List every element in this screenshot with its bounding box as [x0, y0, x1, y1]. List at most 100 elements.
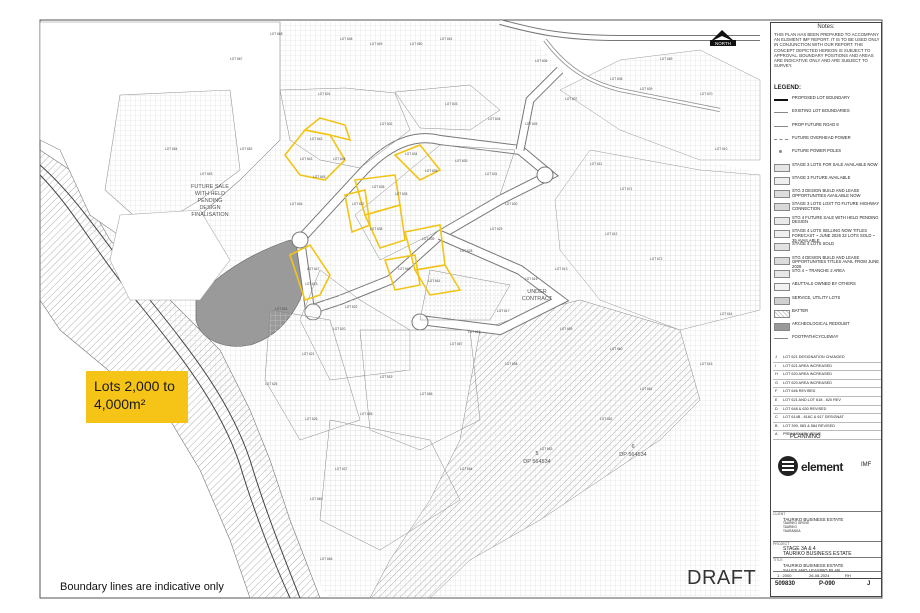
revision-code: B — [775, 423, 778, 428]
lot-label: LOT 619 — [380, 375, 393, 379]
lot-label: LOT 629 — [490, 227, 503, 231]
lot-label: LOT 617 — [497, 309, 510, 313]
highlight-lot-h — [383, 254, 421, 291]
legend-item: STAGE 3 FUTURE AVAILABLE — [773, 174, 881, 186]
legend-swatch — [774, 138, 788, 140]
legend-item: STG 4 DESIGN BUILD AND LEASE OPPORTUNITI… — [773, 255, 881, 269]
cul-de-sac-west — [291, 231, 309, 249]
lot-label: LOT 606 — [535, 59, 548, 63]
project-line: TAURIKO BUSINESS ESTATE — [783, 551, 852, 557]
legend-label: SERVICE, UTILITY LOTS — [792, 294, 841, 300]
lot-label: LOT 668 — [270, 32, 283, 36]
lot-label: LOT 603 — [445, 102, 458, 106]
lot-label: LOT 651 — [440, 37, 453, 41]
lot-label: LOT 625 — [265, 382, 278, 386]
lot-label: LOT 643 — [300, 157, 313, 161]
lot-east — [554, 149, 761, 331]
dp5-label: 5 — [535, 451, 538, 457]
title-box: TITLE TAURIKO BUSINESS ESTATE SALES AND … — [773, 557, 881, 573]
legend-swatch — [774, 296, 790, 305]
legend-swatch — [774, 99, 788, 101]
lot-label: LOT 608 — [610, 77, 623, 81]
revision-code: I — [775, 363, 777, 368]
lot-label: LOT 640 — [398, 267, 411, 271]
legend-swatch — [774, 216, 790, 225]
lot-label: LOT 610 — [715, 147, 728, 151]
lot-label: LOT 654 — [165, 147, 178, 151]
legend-label: EXISTING LOT BOUNDARIES — [792, 108, 850, 114]
lot-label: LOT 628 — [460, 249, 473, 253]
lot-label: LOT 605 — [525, 122, 538, 126]
future-sale-label: WITH HELD — [195, 191, 225, 197]
lot-block-east-dots — [419, 269, 511, 321]
lot-label: LOT 601 — [318, 92, 331, 96]
lot-label: LOT 660 — [610, 347, 623, 351]
legend-item: STAGE 3 LOTS FOR SALE AVAILABLE NOW — [773, 161, 881, 173]
lot-label: LOT 609 — [640, 87, 653, 91]
legend-item: STG 3 DESIGN BUILD AND LEASE OPPORTUNITI… — [773, 188, 881, 199]
lot-label: LOT 656 — [420, 392, 433, 396]
draft-watermark: DRAFT — [687, 567, 757, 589]
legend-label: STG 4 DESIGN BUILD AND LEASE OPPORTUNITI… — [792, 254, 880, 270]
lot-label: LOT 662 — [600, 417, 613, 421]
revision-description: LOT 648 & 630 REVISED — [783, 406, 827, 411]
logo-sub: IMF — [861, 462, 872, 468]
lot-label: LOT 641 — [428, 279, 441, 283]
revision-description: LOT 620 AREA INCREASED — [783, 372, 832, 377]
client-addr: TAURIKO — [783, 524, 797, 529]
title-block: Notes: THIS PLAN HAS BEEN PREPARED TO AC… — [770, 22, 882, 597]
lot-block-north-2 — [394, 84, 501, 131]
reserve-area — [109, 209, 231, 301]
revision-code: F — [775, 389, 778, 394]
notes-heading: Notes: — [817, 24, 835, 30]
legend-swatch — [774, 163, 790, 172]
legend-item: SERVICE, UTILITY LOTS — [773, 294, 881, 306]
stream-line — [39, 164, 301, 599]
legend-swatch — [774, 323, 790, 332]
project-line: STAGE 3A & 4 — [783, 546, 816, 552]
lot-label: LOT 612 — [605, 232, 618, 236]
lot-label: LOT 671 — [620, 187, 633, 191]
revision-code: A — [775, 432, 778, 437]
lot-label: LOT 630 — [505, 202, 518, 206]
lot-label: LOT 659 — [560, 327, 573, 331]
revision-code: G — [775, 380, 778, 385]
company-logo: element IMF — [775, 453, 879, 479]
client-addr: TAURANGA — [783, 528, 801, 533]
lot-label: LOT 664 — [460, 467, 473, 471]
legend-heading: LEGEND: — [774, 85, 801, 91]
lot-label: LOT 618 — [468, 330, 481, 334]
revision-code: C — [775, 415, 778, 420]
lot-label: LOT 613 — [555, 267, 568, 271]
revision-code: E — [775, 397, 778, 402]
legend-item: PROP FUTURE ROAD 8 — [773, 121, 881, 133]
dp6-label: DP 564534 — [619, 452, 646, 458]
dp6-label: 6 — [631, 444, 634, 450]
boundary-footnote: Boundary lines are indicative only — [60, 581, 224, 593]
legend-label: PROP FUTURE ROAD 8 — [792, 121, 839, 127]
revision-description: LOT 621 DESIGNATION CHANGED — [783, 355, 845, 359]
date-value: 26-08-2024 — [809, 573, 830, 578]
legend-swatch — [774, 176, 790, 185]
title-label: TITLE — [773, 558, 783, 562]
revision-description: LOT 614B - 616C & 617 DESIGNAT — [783, 415, 844, 420]
lot-label: LOT 621 — [302, 352, 315, 356]
revision-description: LOT 399, 583 & 584 REVISED — [783, 423, 835, 428]
legend-label: STAGE 3 LOTS FOR SALE AVAILABLE NOW — [792, 161, 878, 167]
callout-line-2: 4,000m² — [94, 396, 146, 412]
highlight-lot-e — [363, 203, 406, 249]
revision-description: LOT 621 AREA INCREASED — [783, 363, 832, 368]
legend-item: STG 4 FUTURE SALE WITH HELD PENDING DESI… — [773, 214, 881, 226]
lot-label: LOT 644 — [333, 157, 346, 161]
legend-label: PROPOSED LOT BOUNDARY — [792, 95, 850, 100]
highlight-lot-f — [393, 144, 442, 181]
legend-label: STAGE 3 FUTURE AVAILABLE — [792, 174, 851, 180]
legend-label: STG 4 FUTURE SALE WITH HELD PENDING DESI… — [792, 214, 879, 225]
future-sale-label: FUTURE SALE — [191, 184, 229, 190]
